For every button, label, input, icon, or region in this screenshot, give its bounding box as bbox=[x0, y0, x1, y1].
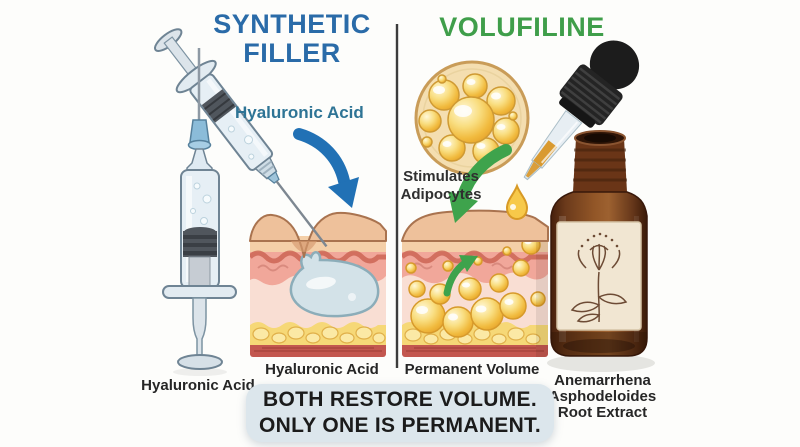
right-skin-caption: Permanent Volume bbox=[404, 361, 540, 378]
growth-arrow-icon bbox=[443, 255, 478, 297]
hyaluronic-acid-injection-label: Hyaluronic Acid bbox=[235, 103, 364, 122]
right-panel-title: VOLUFILINE bbox=[439, 12, 605, 42]
dropper-bottle bbox=[547, 130, 655, 372]
syringe-diagonal-icon bbox=[154, 28, 328, 248]
dropper-pipette-icon bbox=[523, 40, 640, 181]
banner-line-1: BOTH RESTORE VOLUME. bbox=[263, 388, 537, 412]
left-skin-caption: Hyaluronic Acid bbox=[265, 361, 379, 378]
syringe-upright-icon bbox=[162, 48, 237, 376]
banner-line-2: ONLY ONE IS PERMANENT. bbox=[259, 414, 541, 437]
syringe-caption: Hyaluronic Acid bbox=[141, 377, 255, 394]
blue-injection-arrow-icon bbox=[293, 128, 359, 208]
serum-droplet-icon bbox=[505, 183, 529, 221]
bottom-banner: BOTH RESTORE VOLUME. ONLY ONE IS PERMANE… bbox=[246, 384, 554, 442]
botanical-sketch-icon bbox=[570, 232, 628, 323]
left-panel-title: SYNTHETIC FILLER bbox=[213, 9, 371, 69]
green-stimulation-arrow-icon bbox=[448, 144, 512, 223]
bottle-caption: Anemarrhena Asphodeloides Root Extract bbox=[548, 372, 657, 422]
adipocyte-cluster-icon bbox=[414, 60, 530, 176]
skin-cross-section-filler bbox=[249, 211, 387, 357]
filler-gel-blob bbox=[289, 251, 380, 318]
skin-cross-section-volume bbox=[401, 209, 549, 357]
stimulates-adipocytes-label: Stimulates Adipocytes bbox=[400, 168, 482, 203]
